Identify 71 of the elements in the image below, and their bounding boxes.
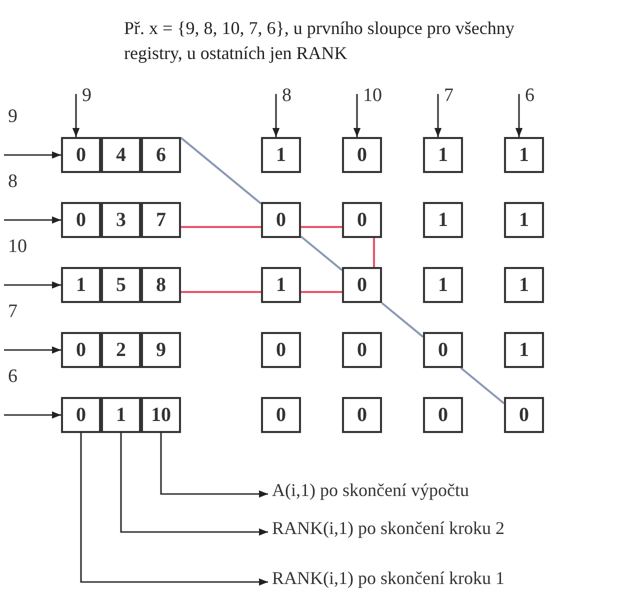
register-cell: 6 <box>141 137 181 173</box>
rank-cell: 1 <box>504 202 544 238</box>
highlight-line <box>301 291 342 293</box>
edge-label: 7 <box>444 86 454 106</box>
input-arrow <box>4 281 61 289</box>
rank-cell: 1 <box>504 137 544 173</box>
rank-cell: 1 <box>504 267 544 303</box>
register-cell: 9 <box>141 332 181 368</box>
annotation-text: RANK(i,1) po skončení kroku 1 <box>272 568 504 589</box>
rank-cell: 0 <box>342 332 382 368</box>
annotation-text: RANK(i,1) po skončení kroku 2 <box>272 518 504 539</box>
rank-cell: 0 <box>504 397 544 433</box>
register-cell: 2 <box>101 332 141 368</box>
diagonal-line <box>381 302 424 338</box>
annotation-text: A(i,1) po skončení výpočtu <box>272 480 469 501</box>
rank-cell: 1 <box>261 137 301 173</box>
register-cell: 0 <box>61 397 101 433</box>
register-cell: 8 <box>141 267 181 303</box>
register-cell: 1 <box>61 267 101 303</box>
input-arrow <box>4 346 61 354</box>
rank-cell: 1 <box>423 267 463 303</box>
register-cell: 0 <box>61 332 101 368</box>
register-cell: 10 <box>141 397 181 433</box>
register-cell: 0 <box>61 202 101 238</box>
input-arrow <box>434 94 442 137</box>
highlight-line <box>373 238 375 267</box>
highlight-line <box>301 226 342 228</box>
input-arrow <box>4 411 61 419</box>
rank-cell: 0 <box>261 332 301 368</box>
input-arrow <box>4 151 61 159</box>
register-cell: 0 <box>61 137 101 173</box>
register-cell: 7 <box>141 202 181 238</box>
register-cell: 5 <box>101 267 141 303</box>
register-cell: 3 <box>101 202 141 238</box>
input-arrow <box>272 94 280 137</box>
input-arrow <box>4 216 61 224</box>
rank-cell: 0 <box>342 137 382 173</box>
edge-label: 6 <box>8 367 18 387</box>
edge-label: 10 <box>8 237 27 257</box>
rank-cell: 0 <box>423 397 463 433</box>
register-cell: 4 <box>101 137 141 173</box>
edge-label: 8 <box>8 172 18 192</box>
highlight-line <box>181 226 261 228</box>
rank-cell: 0 <box>261 202 301 238</box>
edge-label: 7 <box>8 302 18 322</box>
diagonal-line <box>300 236 343 271</box>
leader-arrow <box>120 433 268 536</box>
edge-label: 9 <box>8 107 18 127</box>
diagonal-line <box>460 367 505 404</box>
rank-cell: 1 <box>261 267 301 303</box>
rank-cell: 1 <box>423 202 463 238</box>
rank-cell: 1 <box>504 332 544 368</box>
input-arrow <box>515 94 523 137</box>
leader-arrow <box>160 433 268 498</box>
edge-label: 10 <box>363 86 382 106</box>
rank-cell: 1 <box>423 137 463 173</box>
rank-cell: 0 <box>342 397 382 433</box>
edge-label: 6 <box>525 86 534 106</box>
rank-cell: 0 <box>423 332 463 368</box>
rank-cell: 0 <box>342 267 382 303</box>
diagonal-line <box>180 137 262 204</box>
heading: Př. x = {9, 8, 10, 7, 6}, u prvního sloupce pro všechny registry, u ostatních jen RANK <box>124 17 516 65</box>
edge-label: 9 <box>82 86 92 106</box>
edge-label: 8 <box>282 86 292 106</box>
input-arrow <box>72 94 80 137</box>
input-arrow <box>353 94 361 137</box>
rank-cell: 0 <box>342 202 382 238</box>
highlight-line <box>181 291 261 293</box>
register-cell: 1 <box>101 397 141 433</box>
leader-arrow <box>80 433 268 586</box>
rank-cell: 0 <box>261 397 301 433</box>
